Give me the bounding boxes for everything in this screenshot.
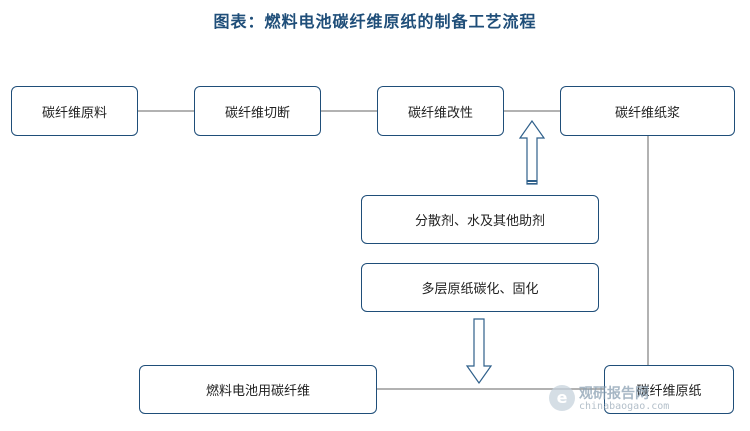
node-base-paper: 碳纤维原纸	[604, 365, 734, 414]
down-arrow-icon	[465, 318, 493, 385]
node-modification: 碳纤维改性	[377, 86, 504, 136]
up-arrow-icon	[518, 119, 546, 185]
node-paper-pulp: 碳纤维纸浆	[560, 86, 735, 136]
node-cutting: 碳纤维切断	[194, 86, 321, 136]
node-fuel-cell-fiber: 燃料电池用碳纤维	[139, 365, 377, 414]
node-raw-material: 碳纤维原料	[11, 86, 138, 136]
node-carbonize-cure: 多层原纸碳化、固化	[361, 263, 599, 312]
node-additives: 分散剂、水及其他助剂	[361, 195, 599, 244]
diagram-title: 图表：燃料电池碳纤维原纸的制备工艺流程	[213, 12, 537, 31]
